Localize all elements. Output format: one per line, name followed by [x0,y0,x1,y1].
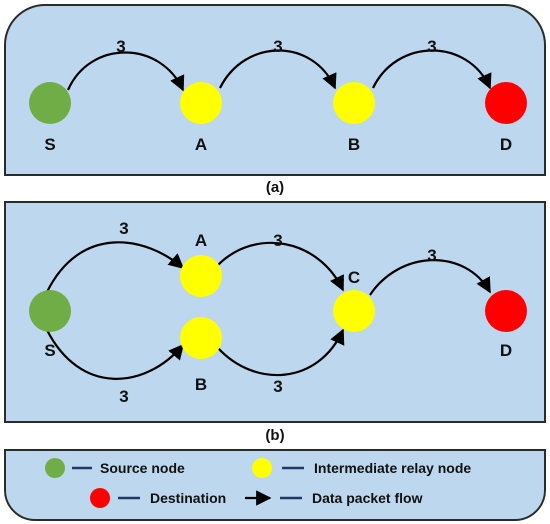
panel-b: 3 3 3 3 3 S A B C D [4,201,546,423]
edge-b-b-c-weight: 3 [273,377,282,396]
edge-a-b-d-weight: 3 [427,37,436,56]
node-a-s-label: S [44,135,55,154]
edge-a-s-a [66,51,185,92]
edge-a-a-b [219,49,337,90]
legend-source-label: Source node [100,460,185,476]
panel-b-background [4,201,546,423]
panel-a-caption: (a) [266,179,284,196]
node-b-d [485,290,527,332]
node-a-s [29,82,71,124]
node-a-b-label: B [348,135,360,154]
edge-b-s-b-weight: 3 [119,387,128,406]
legend-flow-label: Data packet flow [312,490,423,506]
legend-background [4,449,546,521]
edge-b-a-c-weight: 3 [273,231,282,250]
edge-b-b-c [217,328,345,377]
edge-b-a-c [217,241,344,292]
node-b-s-label: S [44,341,55,360]
node-b-a [180,255,222,297]
edge-b-c-d [369,259,491,296]
panel-a-background [4,4,546,176]
edge-a-b-d [372,49,492,90]
legend-destination-icon [90,488,110,508]
node-b-c-label: C [348,268,360,287]
node-b-s [29,290,71,332]
node-b-a-label: A [195,231,207,250]
legend-relay-icon [252,458,272,478]
edge-b-s-a [46,241,185,293]
edge-a-s-a-weight: 3 [116,37,125,56]
node-b-b [180,317,222,359]
legend: Source node Intermediate relay node Dest… [4,449,546,521]
edge-b-s-b [46,329,184,380]
node-a-b [333,82,375,124]
node-a-d [485,82,527,124]
node-a-d-label: D [500,135,512,154]
legend-source-icon [45,458,65,478]
edge-b-s-a-weight: 3 [119,219,128,238]
node-b-c [333,290,375,332]
panel-a: 3 3 3 S A B D [4,4,546,176]
panel-b-caption: (b) [265,427,284,444]
legend-destination-label: Destination [150,490,226,506]
node-a-a-label: A [195,135,207,154]
edge-b-c-d-weight: 3 [427,246,436,265]
node-a-a [180,82,222,124]
legend-relay-label: Intermediate relay node [314,460,471,476]
node-b-d-label: D [500,341,512,360]
node-b-b-label: B [195,375,207,394]
edge-a-a-b-weight: 3 [273,37,282,56]
